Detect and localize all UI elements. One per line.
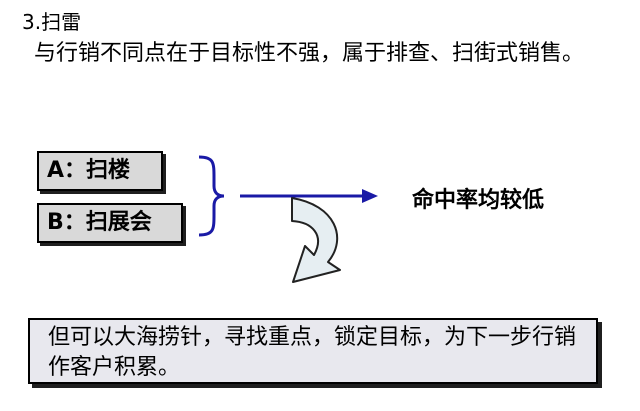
arrow-head (362, 189, 378, 203)
description-text: 与行销不同点在于目标性不强，属于排查、扫街式销售。 (34, 41, 585, 66)
note-box: 但可以大海捞针，寻找重点，锁定目标，为下一步行销作客户积累。 (28, 318, 598, 384)
box-b: B：扫展会 (37, 203, 183, 243)
section-heading: 3.扫雷 (22, 10, 82, 34)
curved-down-arrow (291, 197, 341, 283)
right-brace (198, 155, 225, 237)
result-text: 命中率均较低 (412, 188, 545, 213)
box-a: A：扫楼 (37, 151, 163, 191)
